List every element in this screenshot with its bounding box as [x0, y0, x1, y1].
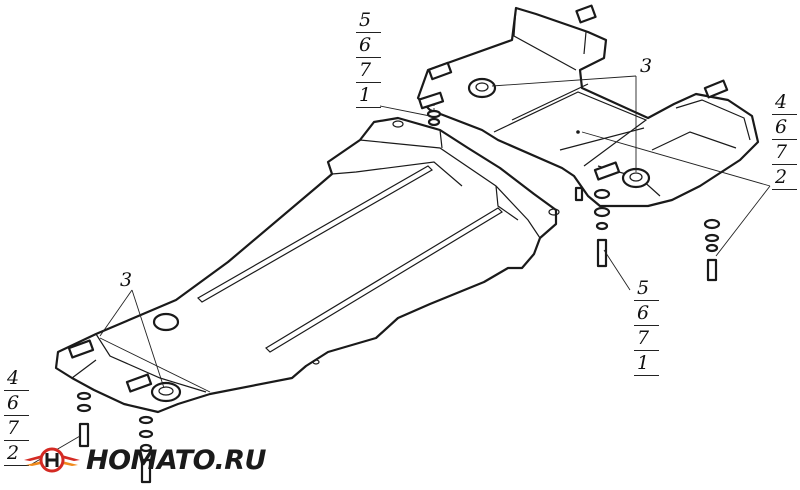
fastener-right — [703, 218, 721, 282]
logo-text: HOMATO.RU — [86, 444, 266, 476]
fastener-top — [426, 104, 442, 127]
fastener-mid — [574, 186, 611, 268]
callout-3-left: 3 — [120, 269, 133, 291]
main-plate-tabs — [67, 339, 182, 403]
callout-number: 4 — [772, 90, 797, 115]
callout-stack-top: 5 6 7 1 — [356, 8, 381, 108]
callout-stack-right: 4 6 7 2 — [772, 90, 797, 190]
upper-plate-tabs — [418, 4, 729, 181]
callout-number: 6 — [772, 115, 797, 140]
callout-stack-left: 4 6 7 2 — [4, 366, 29, 466]
fastener-left-a — [76, 391, 92, 448]
upper-skid-plate — [416, 6, 760, 208]
callout-number: 7 — [356, 58, 381, 83]
main-skid-plate — [54, 116, 560, 414]
callout-3-top: 3 — [640, 55, 653, 77]
callout-number: 6 — [4, 391, 29, 416]
callout-number: 6 — [356, 33, 381, 58]
callout-number: 5 — [634, 276, 659, 301]
callout-number: 6 — [634, 301, 659, 326]
fastener-left-b — [138, 415, 154, 484]
callout-number: 1 — [356, 83, 381, 108]
callout-number: 4 — [4, 366, 29, 391]
homato-logo[interactable]: HOMATO.RU — [22, 440, 266, 480]
winged-h-emblem-icon — [24, 447, 80, 473]
callout-stack-middle: 5 6 7 1 — [634, 276, 659, 376]
callout-number: 7 — [772, 140, 797, 165]
callout-number: 5 — [356, 8, 381, 33]
callout-number: 1 — [634, 351, 659, 376]
callout-number: 7 — [634, 326, 659, 351]
leader-lines — [31, 75, 771, 465]
callout-number: 2 — [772, 165, 797, 190]
callout-number: 2 — [4, 441, 29, 466]
callout-number: 7 — [4, 416, 29, 441]
upper-mount-bosses — [467, 77, 651, 189]
